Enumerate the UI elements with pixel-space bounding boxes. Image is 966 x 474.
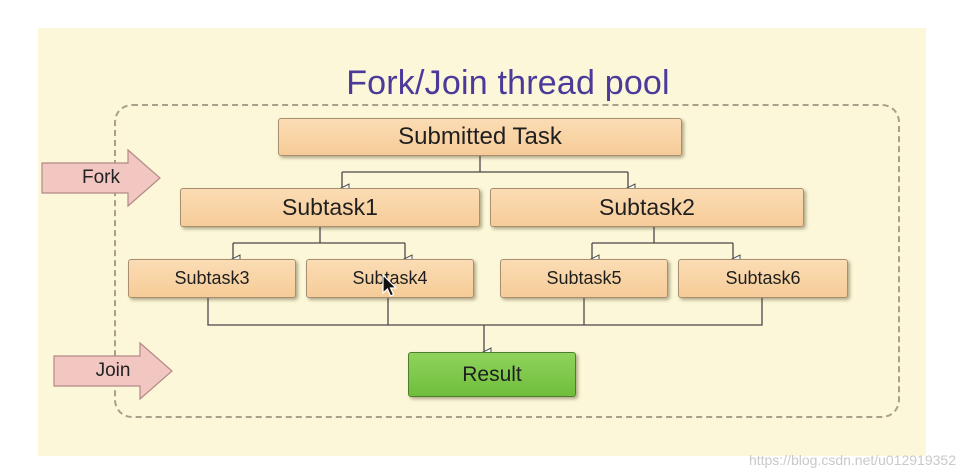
subtask6-box: Subtask6 — [678, 259, 848, 298]
result-box: Result — [408, 352, 576, 397]
diagram-title: Fork/Join thread pool — [346, 64, 670, 102]
connector-join-bus — [207, 298, 763, 326]
fork-arrow-shape — [41, 148, 161, 208]
subtask5-box: Subtask5 — [500, 259, 668, 298]
join-arrow-shape — [53, 341, 173, 401]
connector-subtask2-split — [592, 227, 733, 244]
connector-submitted-to-subtasks — [342, 156, 628, 173]
subtask3-box: Subtask3 — [128, 259, 296, 298]
submitted-task-box: Submitted Task — [278, 118, 682, 156]
fork-label: Fork — [82, 167, 120, 188]
mouse-cursor-icon — [382, 274, 398, 297]
connector-subtask1-split — [233, 227, 405, 244]
source-watermark: https://blog.csdn.net/u012919352 — [748, 452, 956, 468]
subtask2-box: Subtask2 — [490, 188, 804, 227]
join-label: Join — [95, 360, 131, 381]
subtask1-box: Subtask1 — [180, 188, 480, 227]
thread-pool-boundary — [114, 104, 900, 418]
